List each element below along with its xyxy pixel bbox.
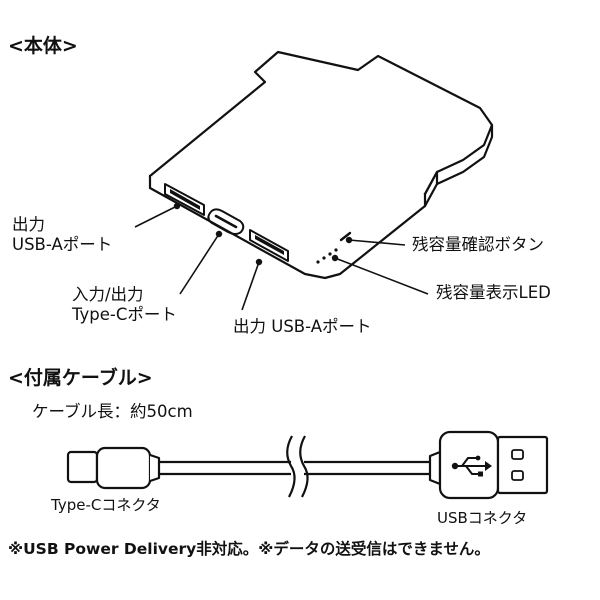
section-title-body: <本体> [8, 35, 78, 57]
callout-battery-led: 残容量表示LED [436, 283, 551, 302]
leader-type-c [179, 233, 220, 295]
type-c-port [207, 208, 245, 235]
type-c-plug-tip [66, 450, 99, 484]
leader-led [334, 257, 429, 295]
callout-battery-button: 残容量確認ボタン [412, 235, 544, 254]
type-c-strain-relief [149, 453, 161, 483]
device-side-right [423, 123, 494, 196]
callout-usb-a-bottom: 出力 USB-Aポート [233, 317, 372, 336]
cable-length-label: ケーブル長：約50cm [32, 402, 193, 421]
usb-connector-label: USBコネクタ [437, 509, 528, 527]
callout-type-c-line1: 入力/出力 [72, 285, 144, 304]
cable-break-right [299, 435, 309, 498]
usb-a-plug-metal [496, 435, 549, 495]
leader-button [348, 239, 406, 246]
callout-type-c-line2: Type-Cポート [72, 305, 177, 324]
battery-leds [316, 248, 338, 264]
callout-usb-a-left-line2: USB-Aポート [12, 235, 113, 254]
battery-check-button [339, 231, 352, 242]
usb-trident-icon [451, 455, 492, 477]
device-side-front [148, 174, 427, 280]
usb-a-port-left [164, 183, 205, 216]
section-title-cable: <付属ケーブル> [8, 367, 153, 389]
usb-a-port-bottom [249, 229, 289, 262]
type-c-plug-body [95, 446, 152, 490]
footer-note: ※USB Power Delivery非対応。※データの送受信はできません。 [8, 540, 490, 558]
usb-a-strain-relief [428, 450, 442, 486]
callout-usb-a-left-line1: 出力 [12, 215, 45, 234]
leader-usb-a-left [134, 205, 178, 228]
leader-usb-a-bottom [241, 261, 260, 311]
type-c-connector-label: Type-Cコネクタ [51, 496, 161, 514]
cable-break-left [286, 435, 296, 498]
